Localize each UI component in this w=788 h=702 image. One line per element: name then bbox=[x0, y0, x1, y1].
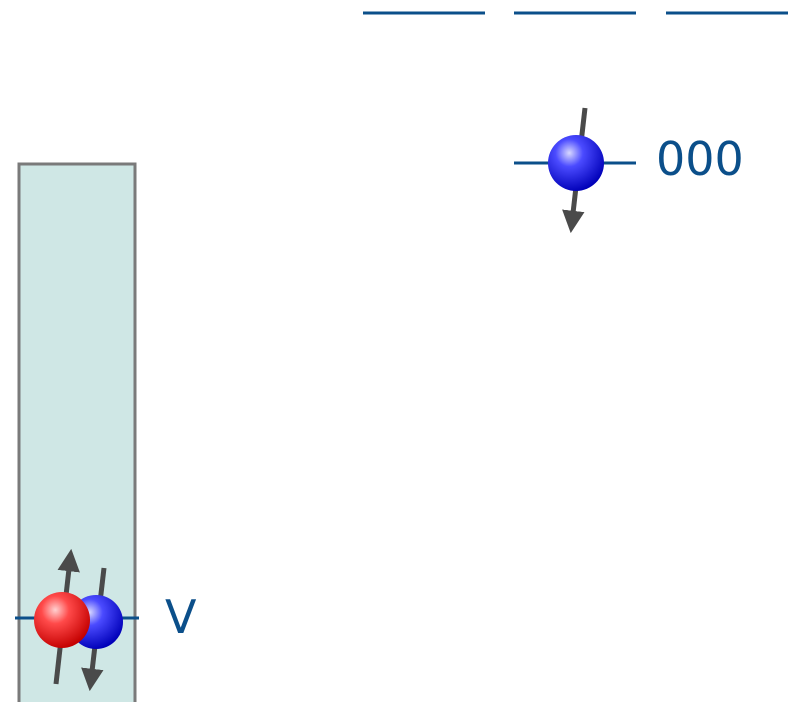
blue-particle-upper bbox=[548, 135, 604, 191]
upper-level-label: 000 bbox=[656, 132, 744, 186]
lower-level-label: V bbox=[165, 590, 197, 644]
red-particle-lower bbox=[34, 592, 90, 648]
